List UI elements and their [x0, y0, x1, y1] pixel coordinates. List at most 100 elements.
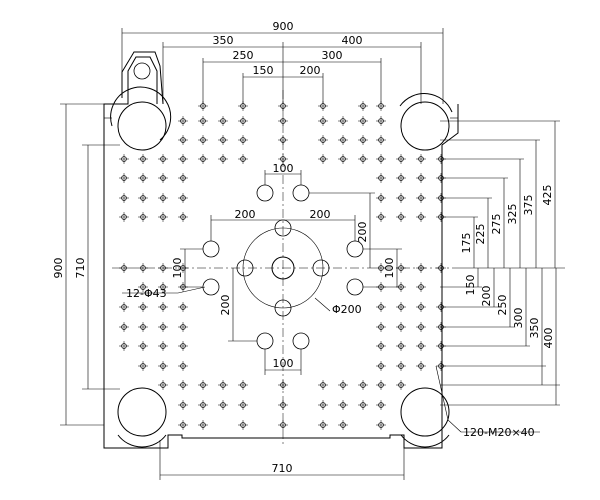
tapped-hole	[318, 380, 328, 390]
tapped-hole	[158, 322, 168, 332]
tapped-hole	[218, 135, 228, 145]
tapped-hole	[396, 380, 406, 390]
tapped-hole	[138, 302, 148, 312]
tie-bar-hole-top-left	[117, 101, 167, 151]
tapped-hole	[396, 263, 406, 273]
tapped-hole	[178, 322, 188, 332]
tapped-hole	[158, 263, 168, 273]
tapped-hole	[238, 400, 248, 410]
tapped-hole	[119, 302, 129, 312]
tapped-hole	[178, 173, 188, 183]
tapped-hole	[338, 400, 348, 410]
center-hole	[271, 256, 295, 280]
tapped-hole	[218, 400, 228, 410]
tapped-hole	[218, 116, 228, 126]
tapped-hole	[376, 135, 386, 145]
lug-hole	[133, 62, 151, 80]
tapped-hole	[178, 135, 188, 145]
tapped-hole	[338, 116, 348, 126]
tapped-hole	[416, 282, 426, 292]
tapped-hole	[198, 380, 208, 390]
tie-bar-hole-bottom-right	[400, 387, 450, 437]
dim-350: 350	[213, 34, 234, 47]
tapped-hole	[138, 193, 148, 203]
callout-bolt-holes: 12-Φ43	[126, 287, 167, 300]
tapped-hole	[119, 322, 129, 332]
tapped-hole	[138, 282, 148, 292]
tapped-hole	[416, 263, 426, 273]
tapped-hole	[278, 154, 288, 164]
tapped-hole	[198, 420, 208, 430]
tapped-hole	[198, 154, 208, 164]
tapped-hole	[318, 420, 328, 430]
tapped-hole	[238, 154, 248, 164]
dim-350-right: 350	[528, 318, 541, 339]
tapped-hole	[138, 322, 148, 332]
tapped-hole	[396, 154, 406, 164]
dim-325: 325	[506, 204, 519, 225]
tapped-hole	[396, 302, 406, 312]
dim-150-right: 150	[464, 275, 477, 296]
tapped-hole	[338, 420, 348, 430]
tapped-hole	[376, 212, 386, 222]
plate-outline	[103, 51, 459, 449]
tapped-hole	[178, 193, 188, 203]
tapped-hole	[138, 212, 148, 222]
dim-710-left: 710	[74, 258, 87, 279]
dim-200-inner-left: 200	[235, 208, 256, 221]
tapped-hole	[396, 212, 406, 222]
dim-200-top: 200	[300, 64, 321, 77]
dim-150-top: 150	[253, 64, 274, 77]
tapped-hole	[396, 361, 406, 371]
tapped-hole	[178, 302, 188, 312]
tapped-hole	[416, 173, 426, 183]
tapped-hole	[376, 193, 386, 203]
dim-175: 175	[460, 233, 473, 254]
tapped-hole	[158, 154, 168, 164]
tapped-hole	[318, 154, 328, 164]
tapped-hole	[318, 116, 328, 126]
tapped-hole	[238, 116, 248, 126]
tapped-hole	[278, 380, 288, 390]
tapped-hole	[376, 302, 386, 312]
tapped-hole	[396, 341, 406, 351]
tapped-hole	[238, 135, 248, 145]
tapped-hole	[338, 380, 348, 390]
tapped-hole	[198, 135, 208, 145]
tapped-hole	[376, 341, 386, 351]
tapped-hole	[396, 173, 406, 183]
dim-250-right: 250	[496, 295, 509, 316]
tapped-hole	[318, 135, 328, 145]
tapped-hole	[178, 420, 188, 430]
tapped-hole	[138, 173, 148, 183]
callout-tapped-holes: 120-M20×40	[463, 426, 535, 439]
tapped-hole	[416, 193, 426, 203]
dim-200-inner-vertical-right: 200	[356, 222, 369, 243]
tapped-hole	[218, 380, 228, 390]
tapped-hole	[338, 154, 348, 164]
tapped-hole	[278, 116, 288, 126]
tapped-hole	[416, 212, 426, 222]
tapped-hole	[158, 380, 168, 390]
tapped-hole	[158, 341, 168, 351]
dim-375: 375	[522, 195, 535, 216]
tapped-hole	[158, 302, 168, 312]
tapped-hole	[119, 212, 129, 222]
dim-275: 275	[490, 214, 503, 235]
tapped-hole	[358, 400, 368, 410]
tapped-hole	[376, 420, 386, 430]
dim-900-left: 900	[52, 258, 65, 279]
tapped-hole	[119, 173, 129, 183]
tapped-hole	[198, 400, 208, 410]
tie-bar-holes	[110, 86, 453, 448]
dim-400-top: 400	[342, 34, 363, 47]
tapped-hole	[138, 341, 148, 351]
dim-400-right: 400	[542, 328, 555, 349]
tie-bar-hole-bottom-left	[117, 387, 167, 437]
tie-bar-hole-top-right	[400, 101, 450, 151]
tapped-hole	[396, 322, 406, 332]
tapped-hole	[396, 193, 406, 203]
tapped-hole	[318, 400, 328, 410]
dim-200-inner-right: 200	[310, 208, 331, 221]
